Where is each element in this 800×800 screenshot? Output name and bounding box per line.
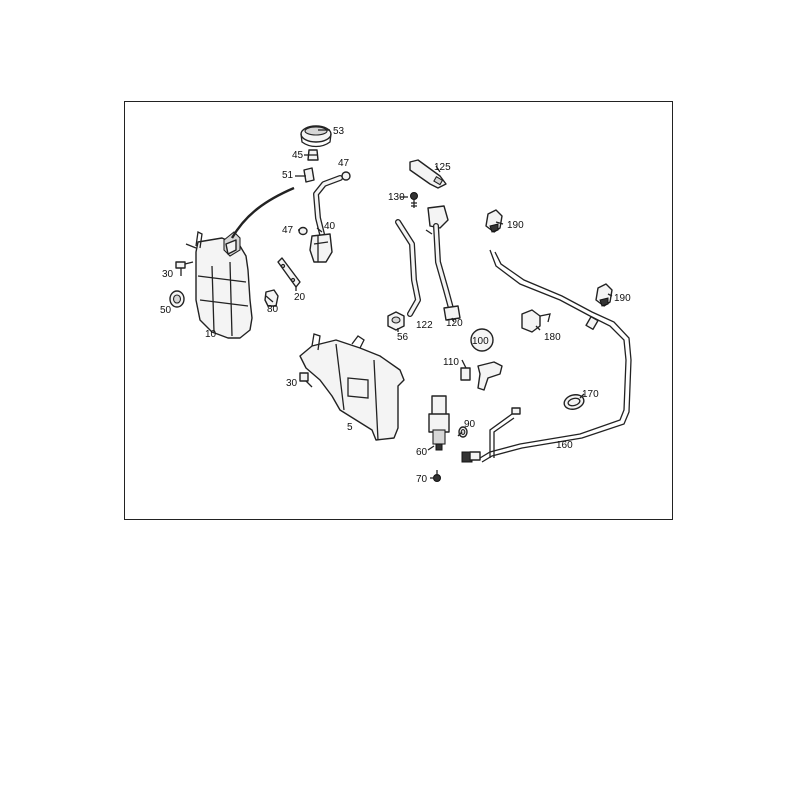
clip-190a xyxy=(485,209,503,233)
callout-110: 110 xyxy=(443,357,459,368)
reservoir-10 xyxy=(195,231,253,339)
callout-80: 80 xyxy=(267,304,279,315)
callout-20: 20 xyxy=(294,292,306,303)
reservoir-5 xyxy=(299,333,405,441)
callout-10: 10 xyxy=(205,329,217,340)
filler-pipe-120 xyxy=(425,205,461,321)
hose-160 xyxy=(479,249,632,463)
callout-51: 51 xyxy=(282,170,294,181)
callout-180: 180 xyxy=(544,332,561,343)
callout-190b: 190 xyxy=(614,293,631,304)
bolt-70 xyxy=(433,470,441,482)
callout-170: 170 xyxy=(582,389,599,400)
grommet-56 xyxy=(387,311,405,331)
tab-125 xyxy=(409,159,447,189)
callout-125: 125 xyxy=(434,162,451,173)
o-ring-47a xyxy=(341,171,351,181)
callout-100: 100 xyxy=(472,336,489,347)
pump-60 xyxy=(428,395,450,451)
callout-90: 90 xyxy=(464,419,476,430)
clamp-170 xyxy=(563,394,585,410)
callout-45: 45 xyxy=(292,150,304,161)
callout-47a: 47 xyxy=(338,158,350,169)
callout-30b: 30 xyxy=(286,378,298,389)
filler-neck-40 xyxy=(309,175,343,263)
callout-122: 122 xyxy=(416,320,433,331)
valve-180 xyxy=(521,309,551,333)
callout-40: 40 xyxy=(324,221,336,232)
callout-50: 50 xyxy=(160,305,172,316)
callout-120: 120 xyxy=(446,318,463,329)
cap-53 xyxy=(300,125,332,148)
callout-160: 160 xyxy=(556,440,573,451)
valve-51 xyxy=(303,167,315,183)
grommet-50 xyxy=(169,290,185,308)
callout-5: 5 xyxy=(347,422,353,433)
callout-56: 56 xyxy=(397,332,409,343)
bolt-30b xyxy=(299,372,313,388)
bracket-20 xyxy=(277,257,301,288)
callout-53: 53 xyxy=(333,126,345,137)
plug-80 xyxy=(264,289,279,307)
elbow-110 xyxy=(460,361,503,391)
connector-100 xyxy=(470,328,494,352)
callout-47b: 47 xyxy=(282,225,294,236)
callout-70: 70 xyxy=(416,474,428,485)
callout-190a: 190 xyxy=(507,220,524,231)
callout-60: 60 xyxy=(416,447,428,458)
callout-130: 130 xyxy=(388,192,405,203)
screw-130 xyxy=(410,192,418,208)
o-ring-47b xyxy=(298,226,308,236)
pipe-122 xyxy=(395,219,421,317)
clip-190b xyxy=(595,283,613,307)
bracket-30a xyxy=(175,231,203,276)
leader-lines xyxy=(265,129,613,479)
connector-hose-end xyxy=(461,451,481,463)
callout-30a: 30 xyxy=(162,269,174,280)
filler-hose xyxy=(230,186,295,239)
seal-45 xyxy=(307,149,319,161)
